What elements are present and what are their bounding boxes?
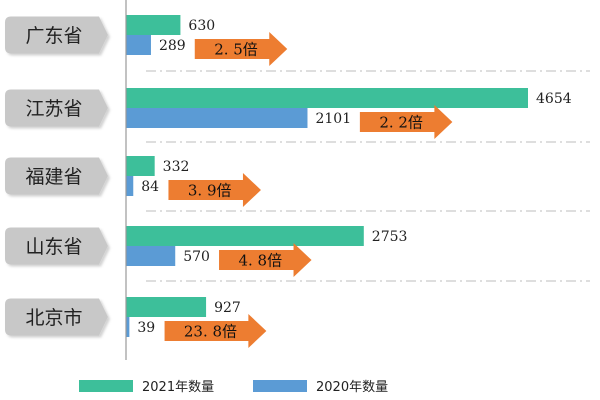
bar-2021: [126, 15, 181, 35]
category-label: 广东省: [25, 25, 82, 47]
bar-2021: [126, 226, 364, 246]
legend-swatch-2020: [253, 380, 307, 392]
ratio-label: 2. 2倍: [379, 114, 423, 132]
value-label-2021: 4654: [536, 91, 572, 107]
bar-2021: [126, 88, 528, 108]
bar-2021: [126, 156, 155, 176]
bar-2020: [126, 246, 176, 266]
value-label-2021: 630: [188, 18, 215, 34]
category-label: 福建省: [25, 166, 82, 188]
bar-2020: [126, 317, 130, 337]
category-label: 北京市: [25, 307, 82, 329]
category-label-box: [5, 157, 108, 195]
category-label-box: [5, 298, 108, 336]
legend: 2021年数量 2020年数量: [79, 380, 388, 395]
ratio-label: 4. 8倍: [238, 252, 282, 270]
legend-label-2020: 2020年数量: [316, 380, 388, 395]
value-label-2021: 927: [214, 300, 241, 316]
value-label-2021: 2753: [372, 229, 408, 245]
category-label: 山东省: [25, 236, 82, 258]
legend-label-2021: 2021年数量: [142, 380, 214, 395]
row-separators: [146, 70, 590, 282]
bar-2020: [126, 108, 308, 128]
ratio-arrow: [168, 173, 261, 207]
category-label-box: [5, 16, 108, 54]
ratio-label: 23. 8倍: [184, 323, 237, 341]
ratio-label: 3. 9倍: [188, 182, 232, 200]
ratio-label: 2. 5倍: [214, 41, 258, 59]
value-label-2021: 332: [163, 159, 190, 175]
value-label-2020: 570: [183, 249, 210, 265]
category-label-box: [5, 227, 108, 265]
value-label-2020: 2101: [315, 111, 351, 127]
category-label: 江苏省: [25, 98, 82, 120]
category-label-box: [5, 89, 108, 127]
ratio-arrow: [194, 32, 288, 66]
value-label-2020: 84: [141, 179, 159, 195]
ratio-arrow: [359, 105, 453, 139]
legend-swatch-2021: [79, 380, 133, 392]
bar-2021: [126, 297, 207, 317]
ratio-arrow: [164, 314, 267, 348]
value-label-2020: 289: [159, 38, 186, 54]
ratio-arrows: 2. 5倍 2. 2倍 3. 9倍 4. 8倍 23. 8倍: [164, 32, 453, 348]
bar-2020: [126, 35, 151, 55]
ratio-arrow: [219, 243, 312, 277]
value-label-2020: 39: [137, 320, 155, 336]
bar-2020: [126, 176, 134, 196]
